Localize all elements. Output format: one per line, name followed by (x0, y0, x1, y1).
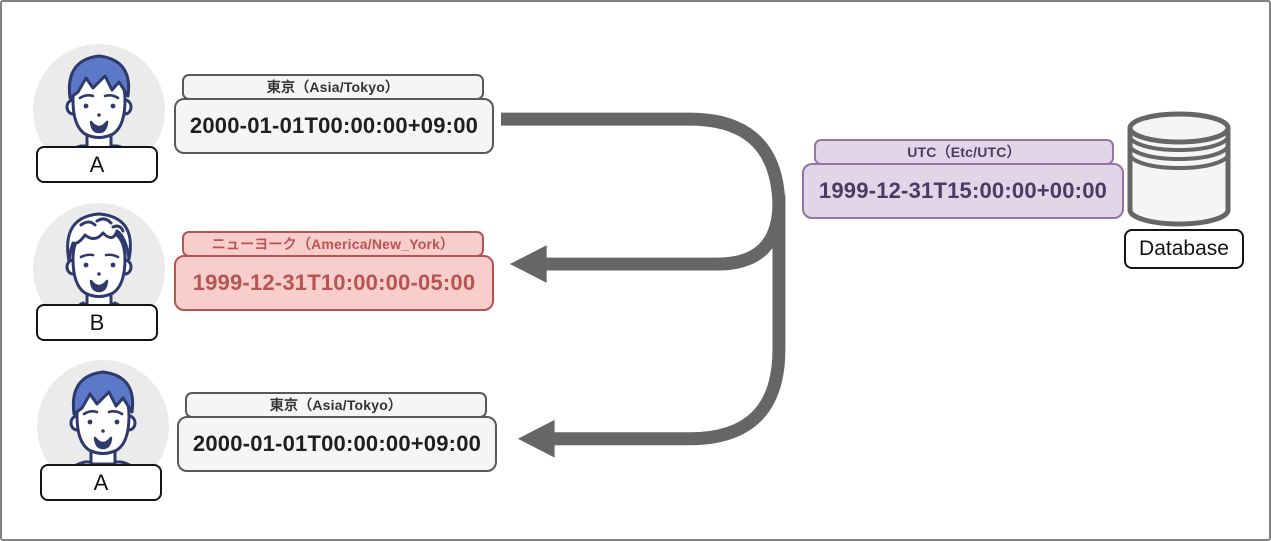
timestamp-value: 1999-12-31T15:00:00+00:00 (802, 163, 1124, 219)
mouth (93, 436, 113, 450)
timestamp-value: 2000-01-01T00:00:00+09:00 (174, 98, 494, 154)
eye (83, 103, 89, 109)
newyork-read-card: ニューヨーク（America/New_York） 1999-12-31T10:0… (174, 231, 494, 311)
timestamp-value: 2000-01-01T00:00:00+09:00 (177, 416, 497, 472)
hair-curl (95, 217, 113, 225)
eye (114, 419, 120, 425)
timezone-header: 東京（Asia/Tokyo） (182, 74, 484, 100)
nose (97, 272, 101, 276)
database-cylinder-icon (1127, 111, 1231, 227)
arrowhead-to-a (517, 419, 555, 458)
tokyo-read-card: 東京（Asia/Tokyo） 2000-01-01T00:00:00+09:00 (177, 392, 497, 472)
actor-name: B (89, 309, 105, 335)
actor-name: A (93, 469, 109, 495)
nose (101, 429, 105, 433)
arrowhead-to-b (509, 245, 547, 283)
mouth (89, 279, 109, 293)
read-branch-arrow-path (528, 195, 786, 271)
mouth (89, 120, 109, 134)
eyebrow (79, 253, 95, 259)
database-label: Database (1124, 229, 1244, 269)
hair-curl (111, 224, 125, 233)
eyebrow (103, 94, 120, 100)
eye (87, 419, 93, 425)
timezone-header: ニューヨーク（America/New_York） (182, 231, 484, 257)
hair-curl (79, 220, 97, 227)
hair (71, 370, 135, 416)
timezone-header: UTC（Etc/UTC） (814, 139, 1114, 165)
tokyo-write-card: 東京（Asia/Tokyo） 2000-01-01T00:00:00+09:00 (174, 74, 494, 154)
actor-label-b: B (36, 304, 158, 341)
eyebrow (104, 253, 120, 259)
eye (110, 262, 116, 268)
nose (97, 113, 101, 117)
eyebrow (107, 410, 124, 416)
database-name: Database (1139, 237, 1229, 260)
write-and-read-arrow-path (501, 112, 786, 446)
actor-label-a-bottom: A (40, 464, 162, 501)
actor-label-a-top: A (36, 146, 158, 183)
eyebrow (78, 94, 95, 100)
eye (110, 103, 116, 109)
eyebrow (82, 410, 99, 416)
timezone-header: 東京（Asia/Tokyo） (185, 392, 487, 418)
timestamp-value: 1999-12-31T10:00:00-05:00 (174, 255, 494, 311)
utc-storage-card: UTC（Etc/UTC） 1999-12-31T15:00:00+00:00 (802, 139, 1124, 219)
hair (67, 54, 131, 100)
actor-name: A (89, 151, 105, 177)
eye (83, 262, 89, 268)
